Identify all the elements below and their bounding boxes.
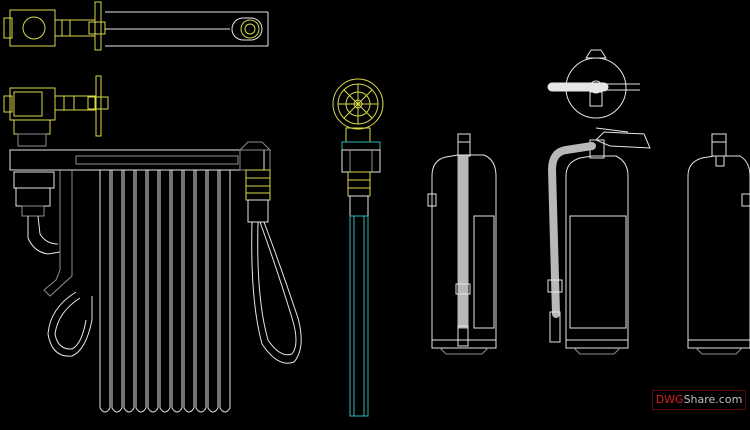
extinguisher-side-view-right xyxy=(687,133,750,355)
hose-fold xyxy=(219,170,231,413)
hose-fold xyxy=(159,170,171,413)
inlet-fittings xyxy=(13,170,73,297)
extinguisher-side-view-left xyxy=(427,133,497,355)
folded-hose xyxy=(99,170,231,413)
hose-fold xyxy=(183,170,195,413)
hose-fold xyxy=(147,170,159,413)
hose-fold xyxy=(207,170,219,413)
extinguisher-top-view xyxy=(547,49,640,119)
hose-reel-side-view xyxy=(332,78,384,417)
valve-plan-view xyxy=(3,1,106,51)
hose-fold xyxy=(171,170,183,413)
extinguisher-side-view-middle xyxy=(547,127,651,355)
watermark-part2: Share.com xyxy=(683,393,743,406)
hose-fold xyxy=(99,170,111,413)
watermark-part1: DWG xyxy=(655,393,684,406)
hose-right-loop-inner xyxy=(257,221,297,356)
hose-left-loop xyxy=(47,291,93,357)
valve-front-view xyxy=(3,75,109,147)
hose-rack-beam xyxy=(9,141,272,223)
hose-fold xyxy=(195,170,207,413)
hose-right-loop xyxy=(251,221,302,364)
hose-fold xyxy=(111,170,123,413)
hose-fold xyxy=(123,170,135,413)
hose-reel-plan-view xyxy=(105,11,269,47)
hose-fold xyxy=(135,170,147,413)
watermark-logo: DWGShare.com xyxy=(652,390,746,410)
hose-left-loop-inner xyxy=(54,297,87,350)
